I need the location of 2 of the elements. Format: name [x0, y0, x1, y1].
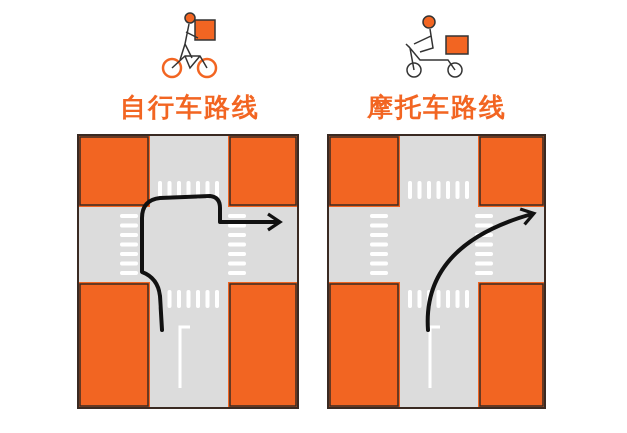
route-title: 自行车路线: [120, 92, 260, 125]
route-title: 摩托车路线: [367, 92, 507, 125]
